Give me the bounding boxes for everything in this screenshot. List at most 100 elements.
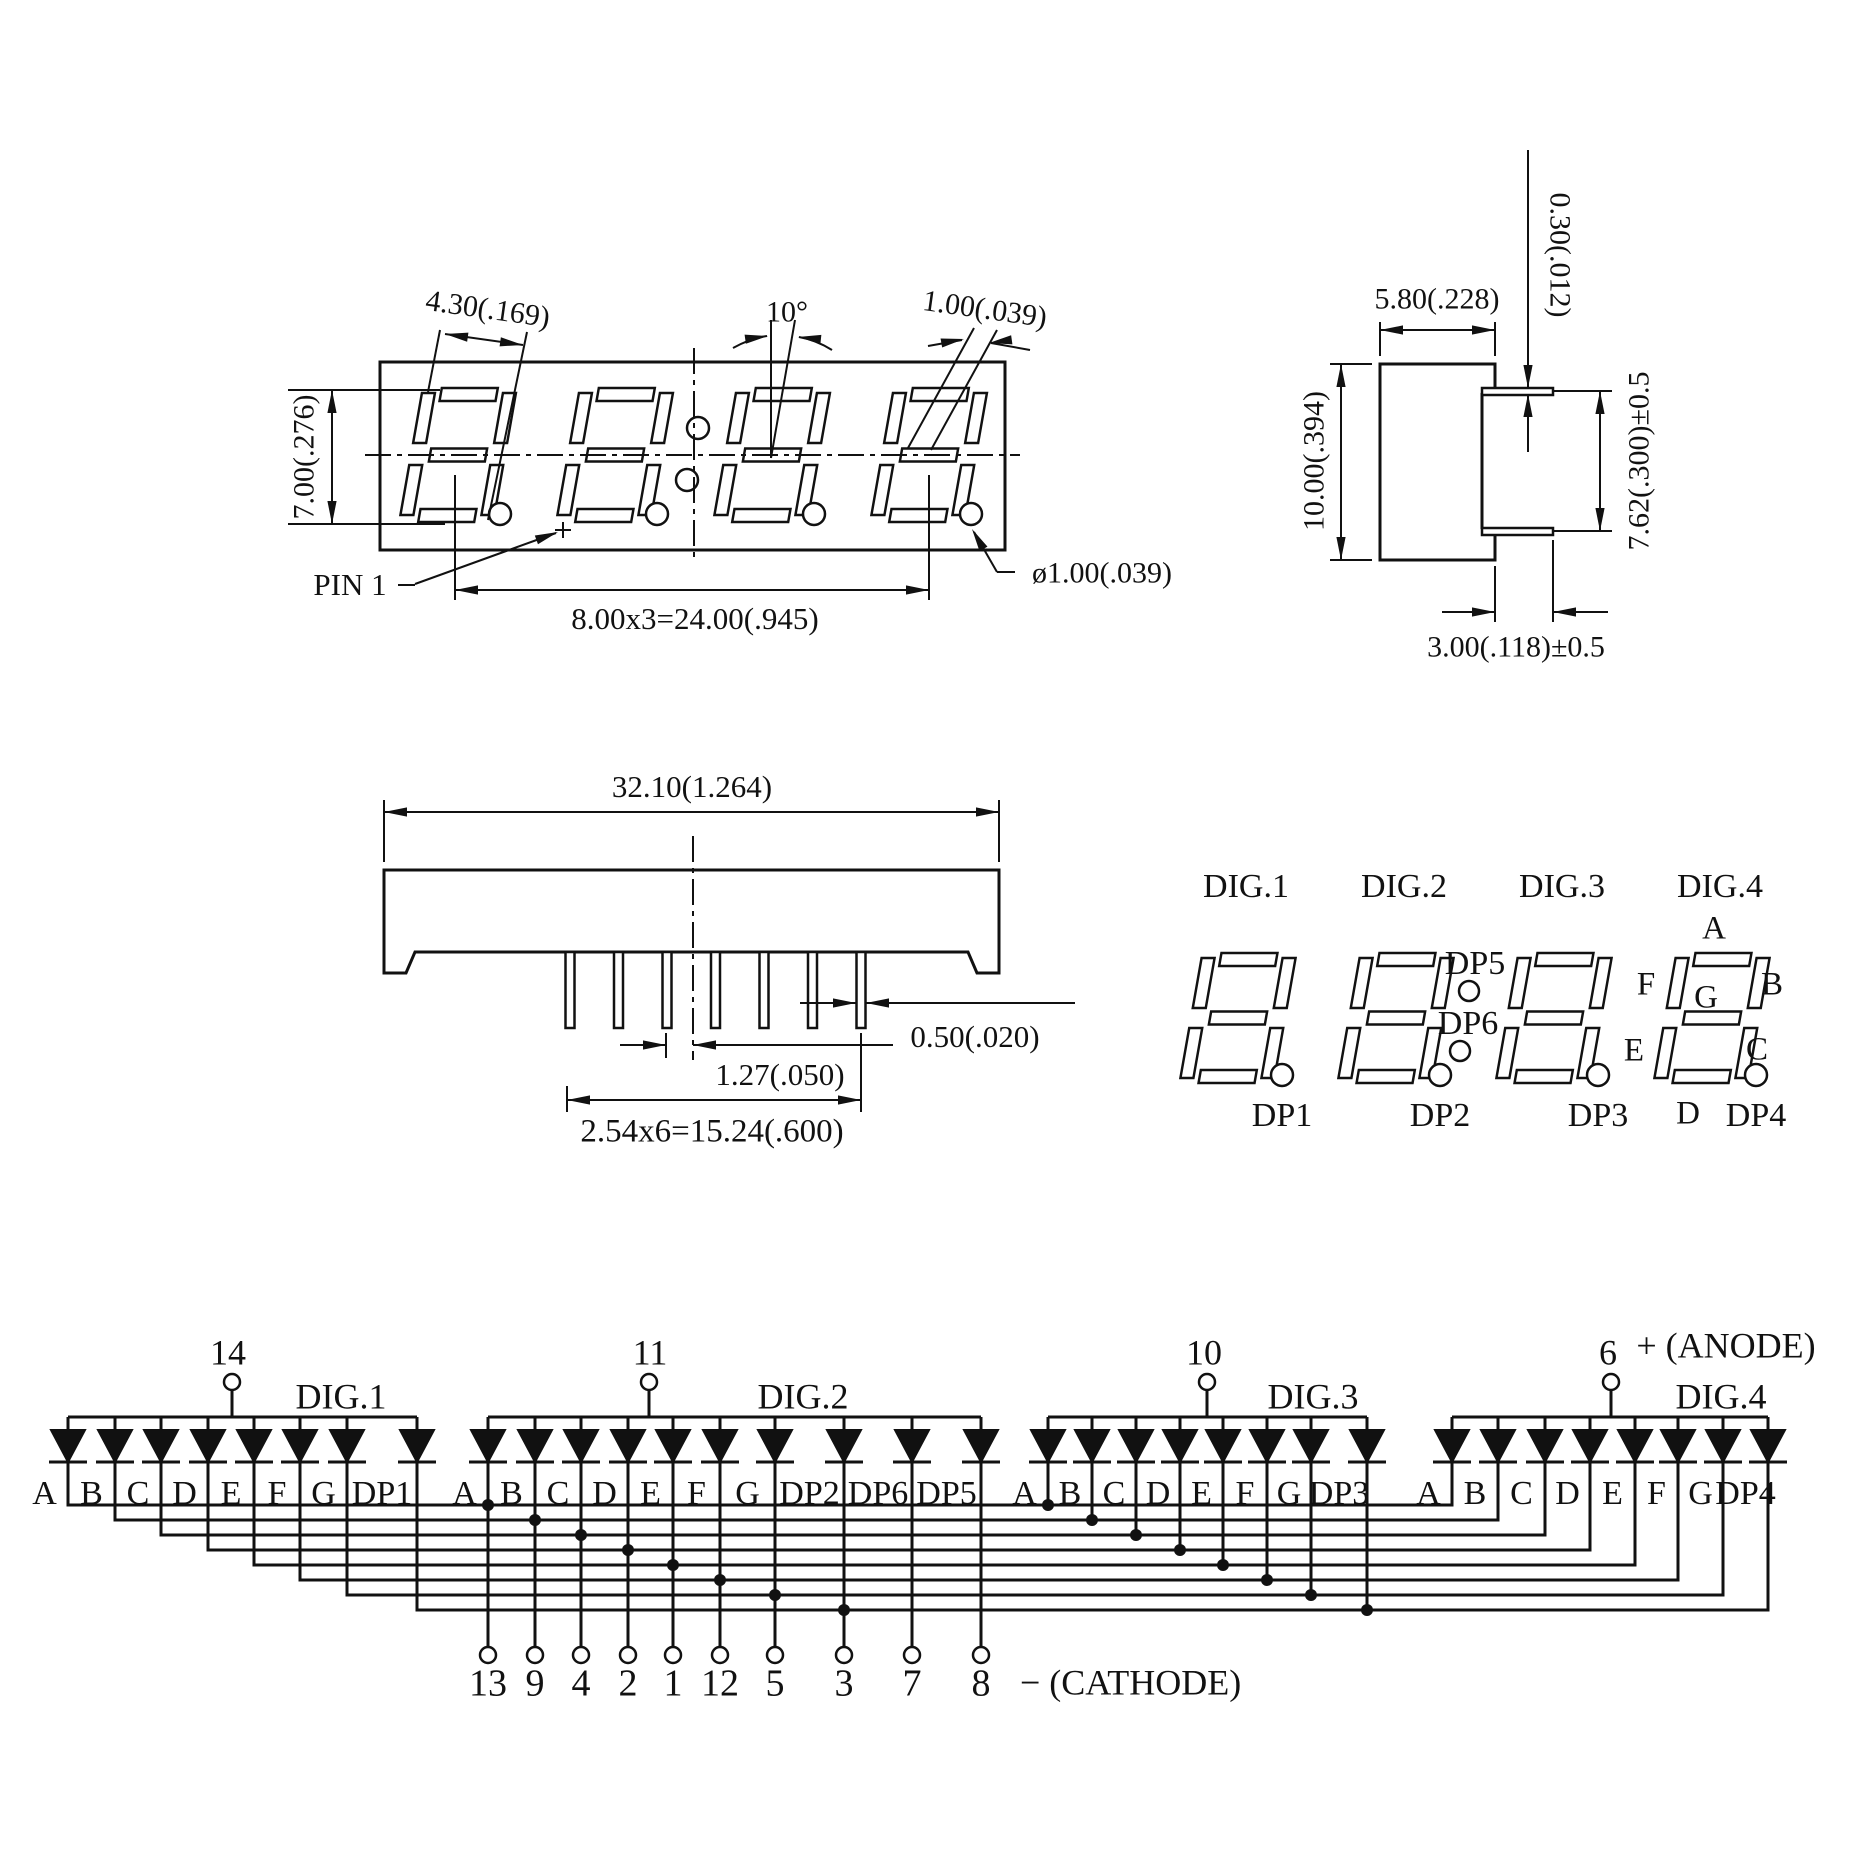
dp-label-1: DP1 (1252, 1097, 1312, 1134)
seg-a (595, 386, 657, 403)
segment-letter-b: B (1761, 967, 1783, 1003)
diode-triangle (1526, 1429, 1564, 1465)
dp-hole-2 (1427, 1062, 1453, 1088)
dim-char-height: 7.00(.276) (288, 395, 321, 520)
junction-dot (714, 1574, 726, 1586)
junction-dot (1130, 1529, 1142, 1541)
arrowhead (1553, 607, 1576, 617)
lead-pin-5 (758, 950, 770, 1030)
arrowhead (744, 334, 768, 344)
junction-dot (575, 1529, 587, 1541)
segment-letter-f: F (1637, 967, 1655, 1003)
diode-segment-label: B (1059, 1475, 1082, 1512)
diode-triangle (96, 1429, 134, 1465)
dim-lead-span: 2.54x6=15.24(.600) (580, 1114, 843, 1150)
diode-triangle (516, 1429, 554, 1465)
seg-f (568, 391, 594, 445)
seg-b (1272, 956, 1298, 1010)
dp-hole-4 (958, 501, 984, 527)
bottom-body-outline (382, 868, 1001, 975)
arrowhead (327, 390, 337, 413)
cathode-label: − (CATHODE) (1020, 1663, 1241, 1703)
seg-b (806, 391, 832, 445)
dim-row-spacing: 7.62(.300)±0.5 (1623, 372, 1656, 551)
dim-digit-pitch: 8.00x3=24.00(.945) (571, 601, 818, 636)
cathode-pin-number: 3 (835, 1662, 854, 1704)
seg-b (492, 391, 518, 445)
seg-g (1207, 1010, 1269, 1026)
arrowhead (798, 334, 822, 344)
seg-d (1671, 1068, 1733, 1085)
seg-d (730, 507, 792, 524)
cathode-pin-number: 12 (701, 1662, 739, 1704)
junction-dot (769, 1589, 781, 1601)
pin1-label: PIN 1 (313, 567, 386, 602)
ext-line (487, 331, 528, 521)
dim-body-width: 5.80(.228) (1375, 283, 1500, 316)
seg-d (573, 507, 635, 524)
lead-pin-3 (661, 950, 673, 1030)
seg-c (1733, 1026, 1759, 1080)
cathode-pin-number: 1 (664, 1662, 683, 1704)
diagram-digit-4 (1652, 951, 1772, 1085)
arrowhead (1472, 325, 1495, 335)
seg-e (555, 463, 581, 517)
seg-a (1533, 951, 1595, 968)
diagram-digit-1 (1178, 951, 1298, 1085)
diode-triangle (235, 1429, 273, 1465)
seg-d (1513, 1068, 1575, 1085)
diode-triangle (1073, 1429, 1111, 1465)
seg-f (1507, 956, 1533, 1010)
seg-g (1365, 1010, 1427, 1026)
diode-segment-label: F (1647, 1475, 1666, 1512)
diode-triangle (1659, 1429, 1697, 1465)
arrowhead (384, 807, 407, 817)
pin-number: 10 (1186, 1333, 1222, 1373)
arrowhead (445, 332, 469, 342)
arrowhead (1523, 365, 1533, 388)
arrowhead (534, 532, 558, 545)
diode-triangle (1161, 1429, 1199, 1465)
diode-triangle (1749, 1429, 1787, 1465)
diode-triangle (1248, 1429, 1286, 1465)
cathode-pin-number: 4 (572, 1662, 591, 1704)
seg-a (1217, 951, 1279, 968)
cathode-pin-number: 5 (766, 1662, 785, 1704)
arrowhead (940, 338, 964, 348)
dig-label-3: DIG.3 (1519, 868, 1605, 905)
arrowhead (1595, 508, 1605, 531)
junction-dot (1261, 1574, 1273, 1586)
cathode-terminal (663, 1645, 683, 1665)
diode-segment-label: C (127, 1475, 150, 1512)
diode-triangle (654, 1429, 692, 1465)
arrowhead (1380, 325, 1403, 335)
cathode-terminal (902, 1645, 922, 1665)
pin-number: 6 (1599, 1333, 1617, 1373)
seg-e (1652, 1026, 1678, 1080)
seg-e (869, 463, 895, 517)
colon-lower-hole (674, 467, 700, 493)
arrowhead (1523, 394, 1533, 417)
diode-segment-label: E (1602, 1475, 1623, 1512)
seg-b (1430, 956, 1456, 1010)
cathode-terminal (525, 1645, 545, 1665)
seg-c (1259, 1026, 1285, 1080)
seg-c (1417, 1026, 1443, 1080)
diode-triangle (398, 1429, 436, 1465)
seg-f (1665, 956, 1691, 1010)
segment-letter-c: C (1746, 1032, 1768, 1068)
diode-triangle (825, 1429, 863, 1465)
diode-triangle (893, 1429, 931, 1465)
pin-terminal (222, 1372, 242, 1392)
diode-triangle (281, 1429, 319, 1465)
seg-b (963, 391, 989, 445)
arrowhead (838, 1095, 861, 1105)
seg-e (712, 463, 738, 517)
diode-segment-label: G (1688, 1475, 1713, 1512)
diode-segment-label: B (500, 1475, 523, 1512)
